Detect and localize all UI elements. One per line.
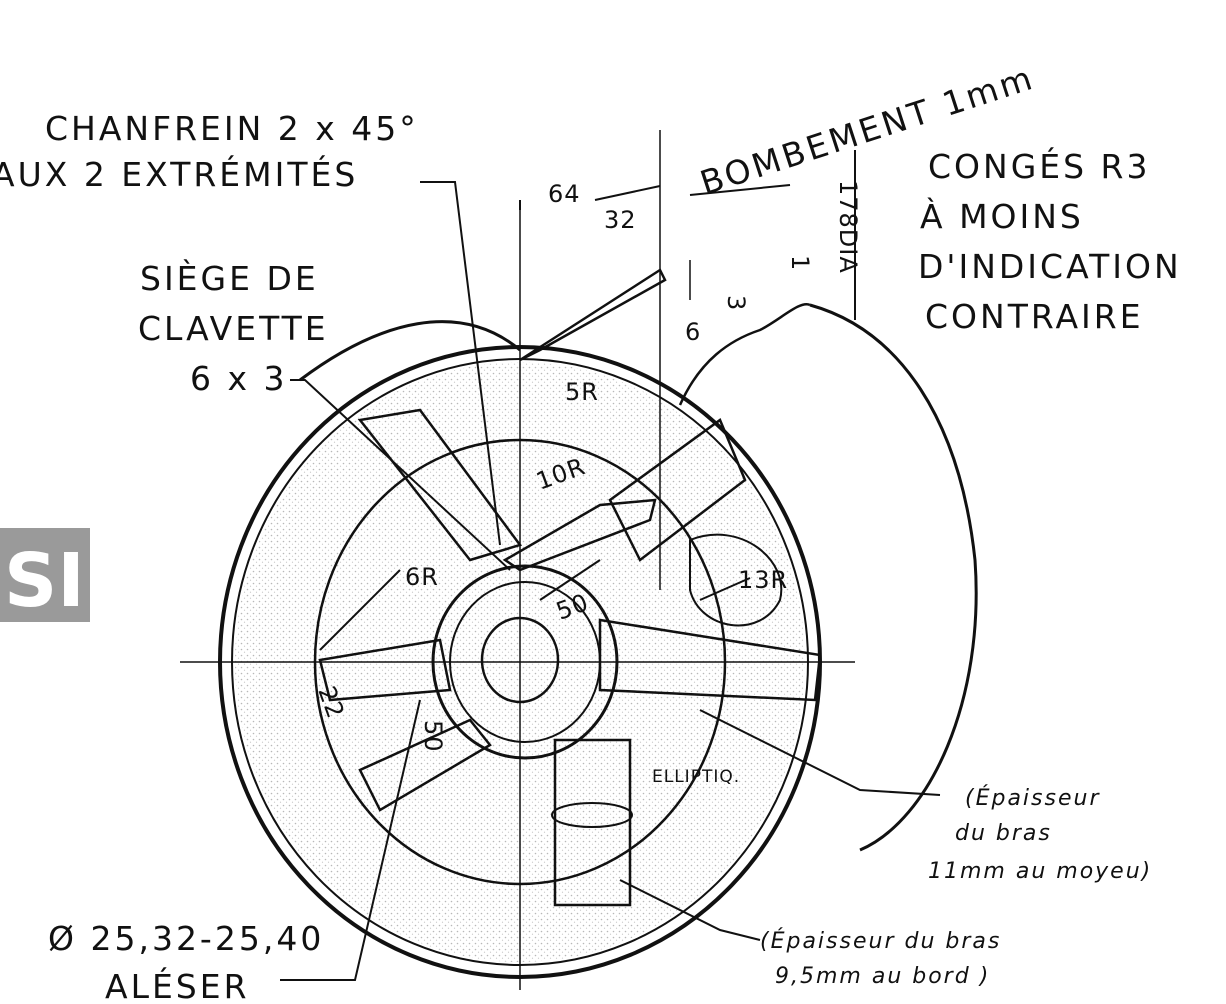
bras-bord-line1: (Épaisseur du bras [760,928,1001,954]
dim-32: 32 [604,206,637,234]
dim-64: 64 [548,180,581,208]
siege-line2: CLAVETTE [138,309,329,348]
dim-50b: 50 [419,720,447,753]
leaders [280,150,941,981]
conges-line3: D'INDICATION [918,247,1182,286]
aleser-label: ALÉSER [105,966,250,1004]
conges-line4: CONTRAIRE [925,297,1144,336]
si-logo: SI [0,528,90,624]
bras-moyeu-line1: (Épaisseur [965,785,1101,811]
dim-6: 6 [685,318,701,346]
dim-178: 178DIA [834,180,862,274]
svg-text:SI: SI [4,538,85,624]
diametre-label: Ø 25,32-25,40 [48,919,324,958]
conges-line2: À MOINS [920,196,1084,236]
dim-1: 1 [786,255,814,271]
siege-line3: 6 x 3 [190,359,288,398]
dim-3: 3 [722,295,750,311]
dim-r13: 13R [738,566,788,594]
chanfrein-line1: CHANFREIN 2 x 45° [45,109,419,148]
rim-shell [299,302,978,852]
chanfrein-line2: AUX 2 EXTRÉMITÉS [0,154,358,194]
spokes [318,408,822,907]
bras-moyeu-line2: du bras [955,821,1052,846]
centerlines [180,130,855,990]
bras-bord-line2: 9,5mm au bord ) [775,964,990,989]
elliptiq-label: ELLIPTIQ. [652,767,740,787]
dim-r5: 5R [565,378,599,406]
dim-r6: 6R [405,563,439,591]
conges-line1: CONGÉS R3 [928,146,1151,186]
siege-line1: SIÈGE DE [140,258,319,298]
bras-moyeu-line3: 11mm au moyeu) [928,859,1152,884]
